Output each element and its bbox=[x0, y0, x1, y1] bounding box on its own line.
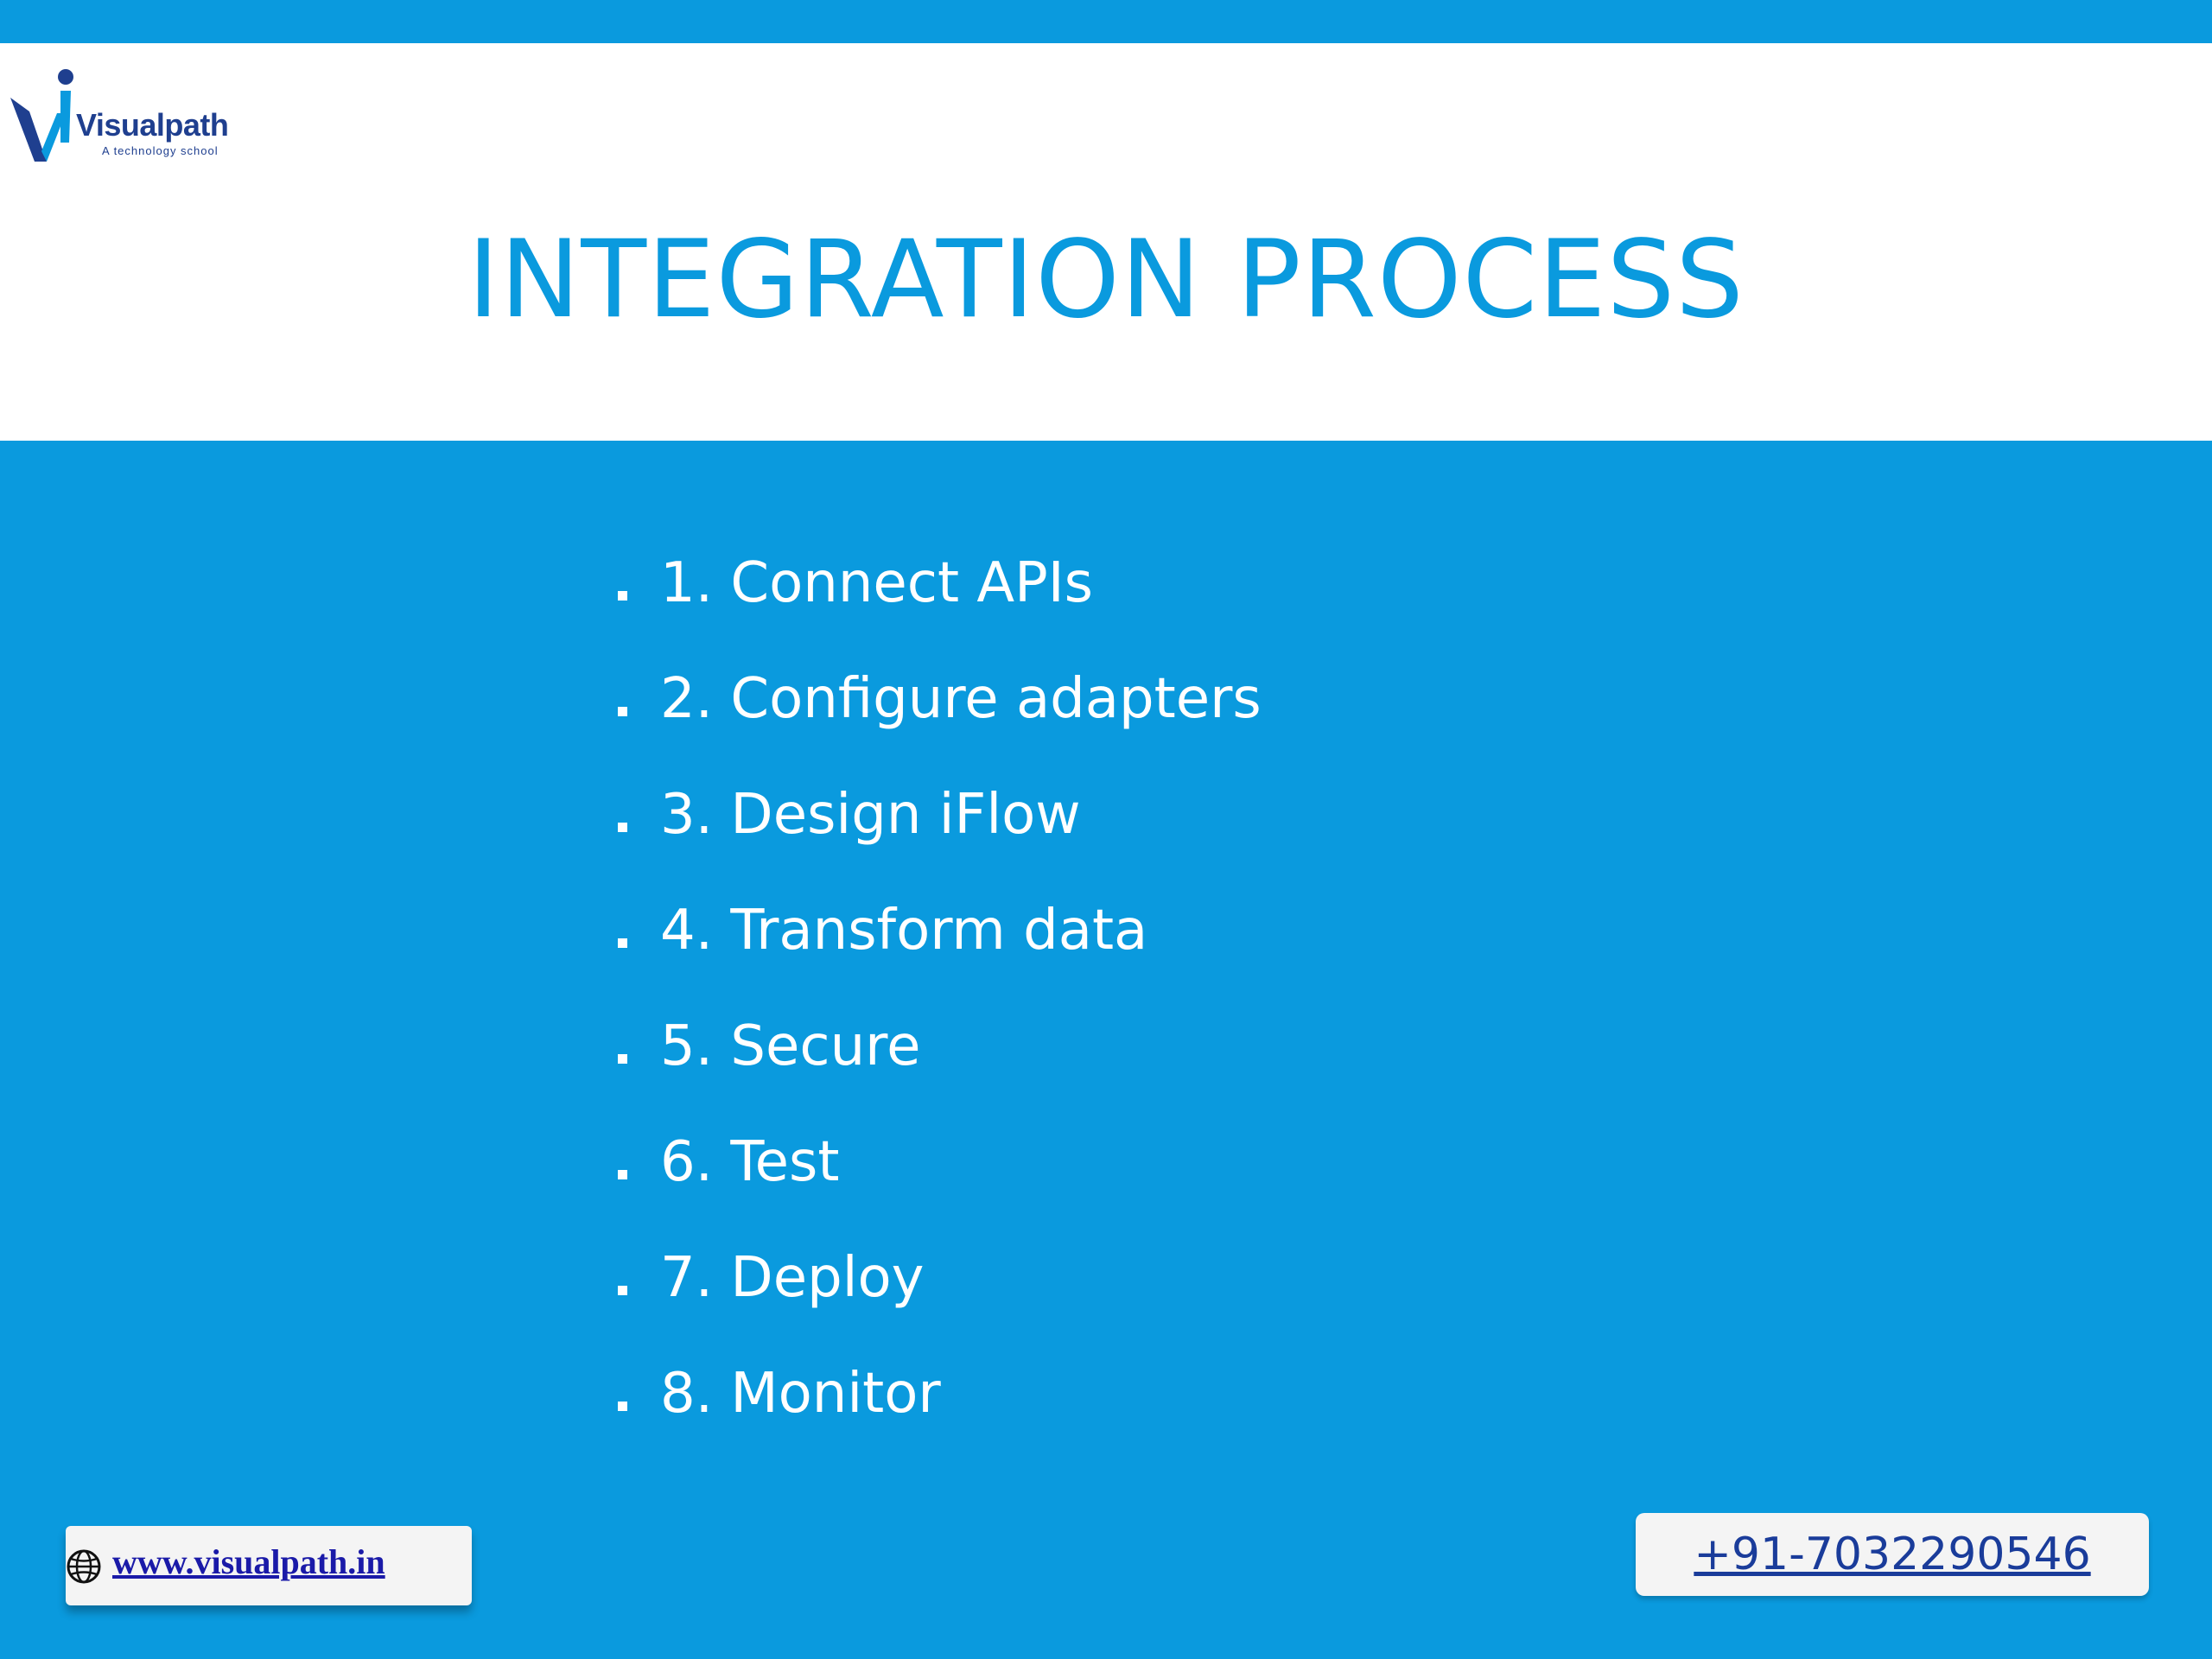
process-steps-list: 1. Connect APIs 2. Configure adapters 3.… bbox=[618, 553, 1262, 1479]
slide-title: INTEGRATION PROCESS bbox=[467, 218, 1745, 342]
list-item: 5. Secure bbox=[618, 1016, 1262, 1132]
bullet-icon bbox=[618, 591, 627, 601]
phone-badge[interactable]: +91-7032290546 bbox=[1636, 1513, 2149, 1596]
bullet-icon bbox=[618, 1054, 627, 1064]
bullet-icon bbox=[618, 823, 627, 832]
list-item: 7. Deploy bbox=[618, 1248, 1262, 1363]
list-item: 2. Configure adapters bbox=[618, 669, 1262, 785]
bullet-icon bbox=[618, 1286, 627, 1295]
step-text: 1. Connect APIs bbox=[660, 551, 1093, 615]
step-text: 3. Design iFlow bbox=[660, 783, 1081, 847]
visualpath-logo: Visualpath A technology school bbox=[9, 65, 242, 164]
step-text: 7. Deploy bbox=[660, 1246, 925, 1310]
list-item: 6. Test bbox=[618, 1132, 1262, 1248]
step-text: 5. Secure bbox=[660, 1014, 921, 1078]
list-item: 1. Connect APIs bbox=[618, 553, 1262, 669]
top-accent-strip bbox=[0, 0, 2212, 43]
list-item: 8. Monitor bbox=[618, 1363, 1262, 1479]
bullet-icon bbox=[618, 1402, 627, 1411]
list-item: 4. Transform data bbox=[618, 900, 1262, 1016]
website-link[interactable]: www.visualpath.in bbox=[112, 1542, 385, 1581]
step-text: 6. Test bbox=[660, 1130, 840, 1194]
bullet-icon bbox=[618, 1170, 627, 1179]
logo-mark-icon bbox=[10, 69, 73, 162]
list-item: 3. Design iFlow bbox=[618, 785, 1262, 900]
logo-name: Visualpath bbox=[76, 107, 229, 143]
logo-tagline: A technology school bbox=[102, 144, 219, 157]
step-text: 2. Configure adapters bbox=[660, 667, 1262, 731]
step-text: 4. Transform data bbox=[660, 899, 1148, 963]
phone-link[interactable]: +91-7032290546 bbox=[1694, 1529, 2091, 1580]
slide-header bbox=[0, 43, 2212, 441]
step-text: 8. Monitor bbox=[660, 1362, 941, 1426]
website-badge[interactable]: www.visualpath.in bbox=[66, 1526, 472, 1605]
globe-icon bbox=[67, 1549, 101, 1584]
bullet-icon bbox=[618, 707, 627, 716]
bullet-icon bbox=[618, 938, 627, 948]
